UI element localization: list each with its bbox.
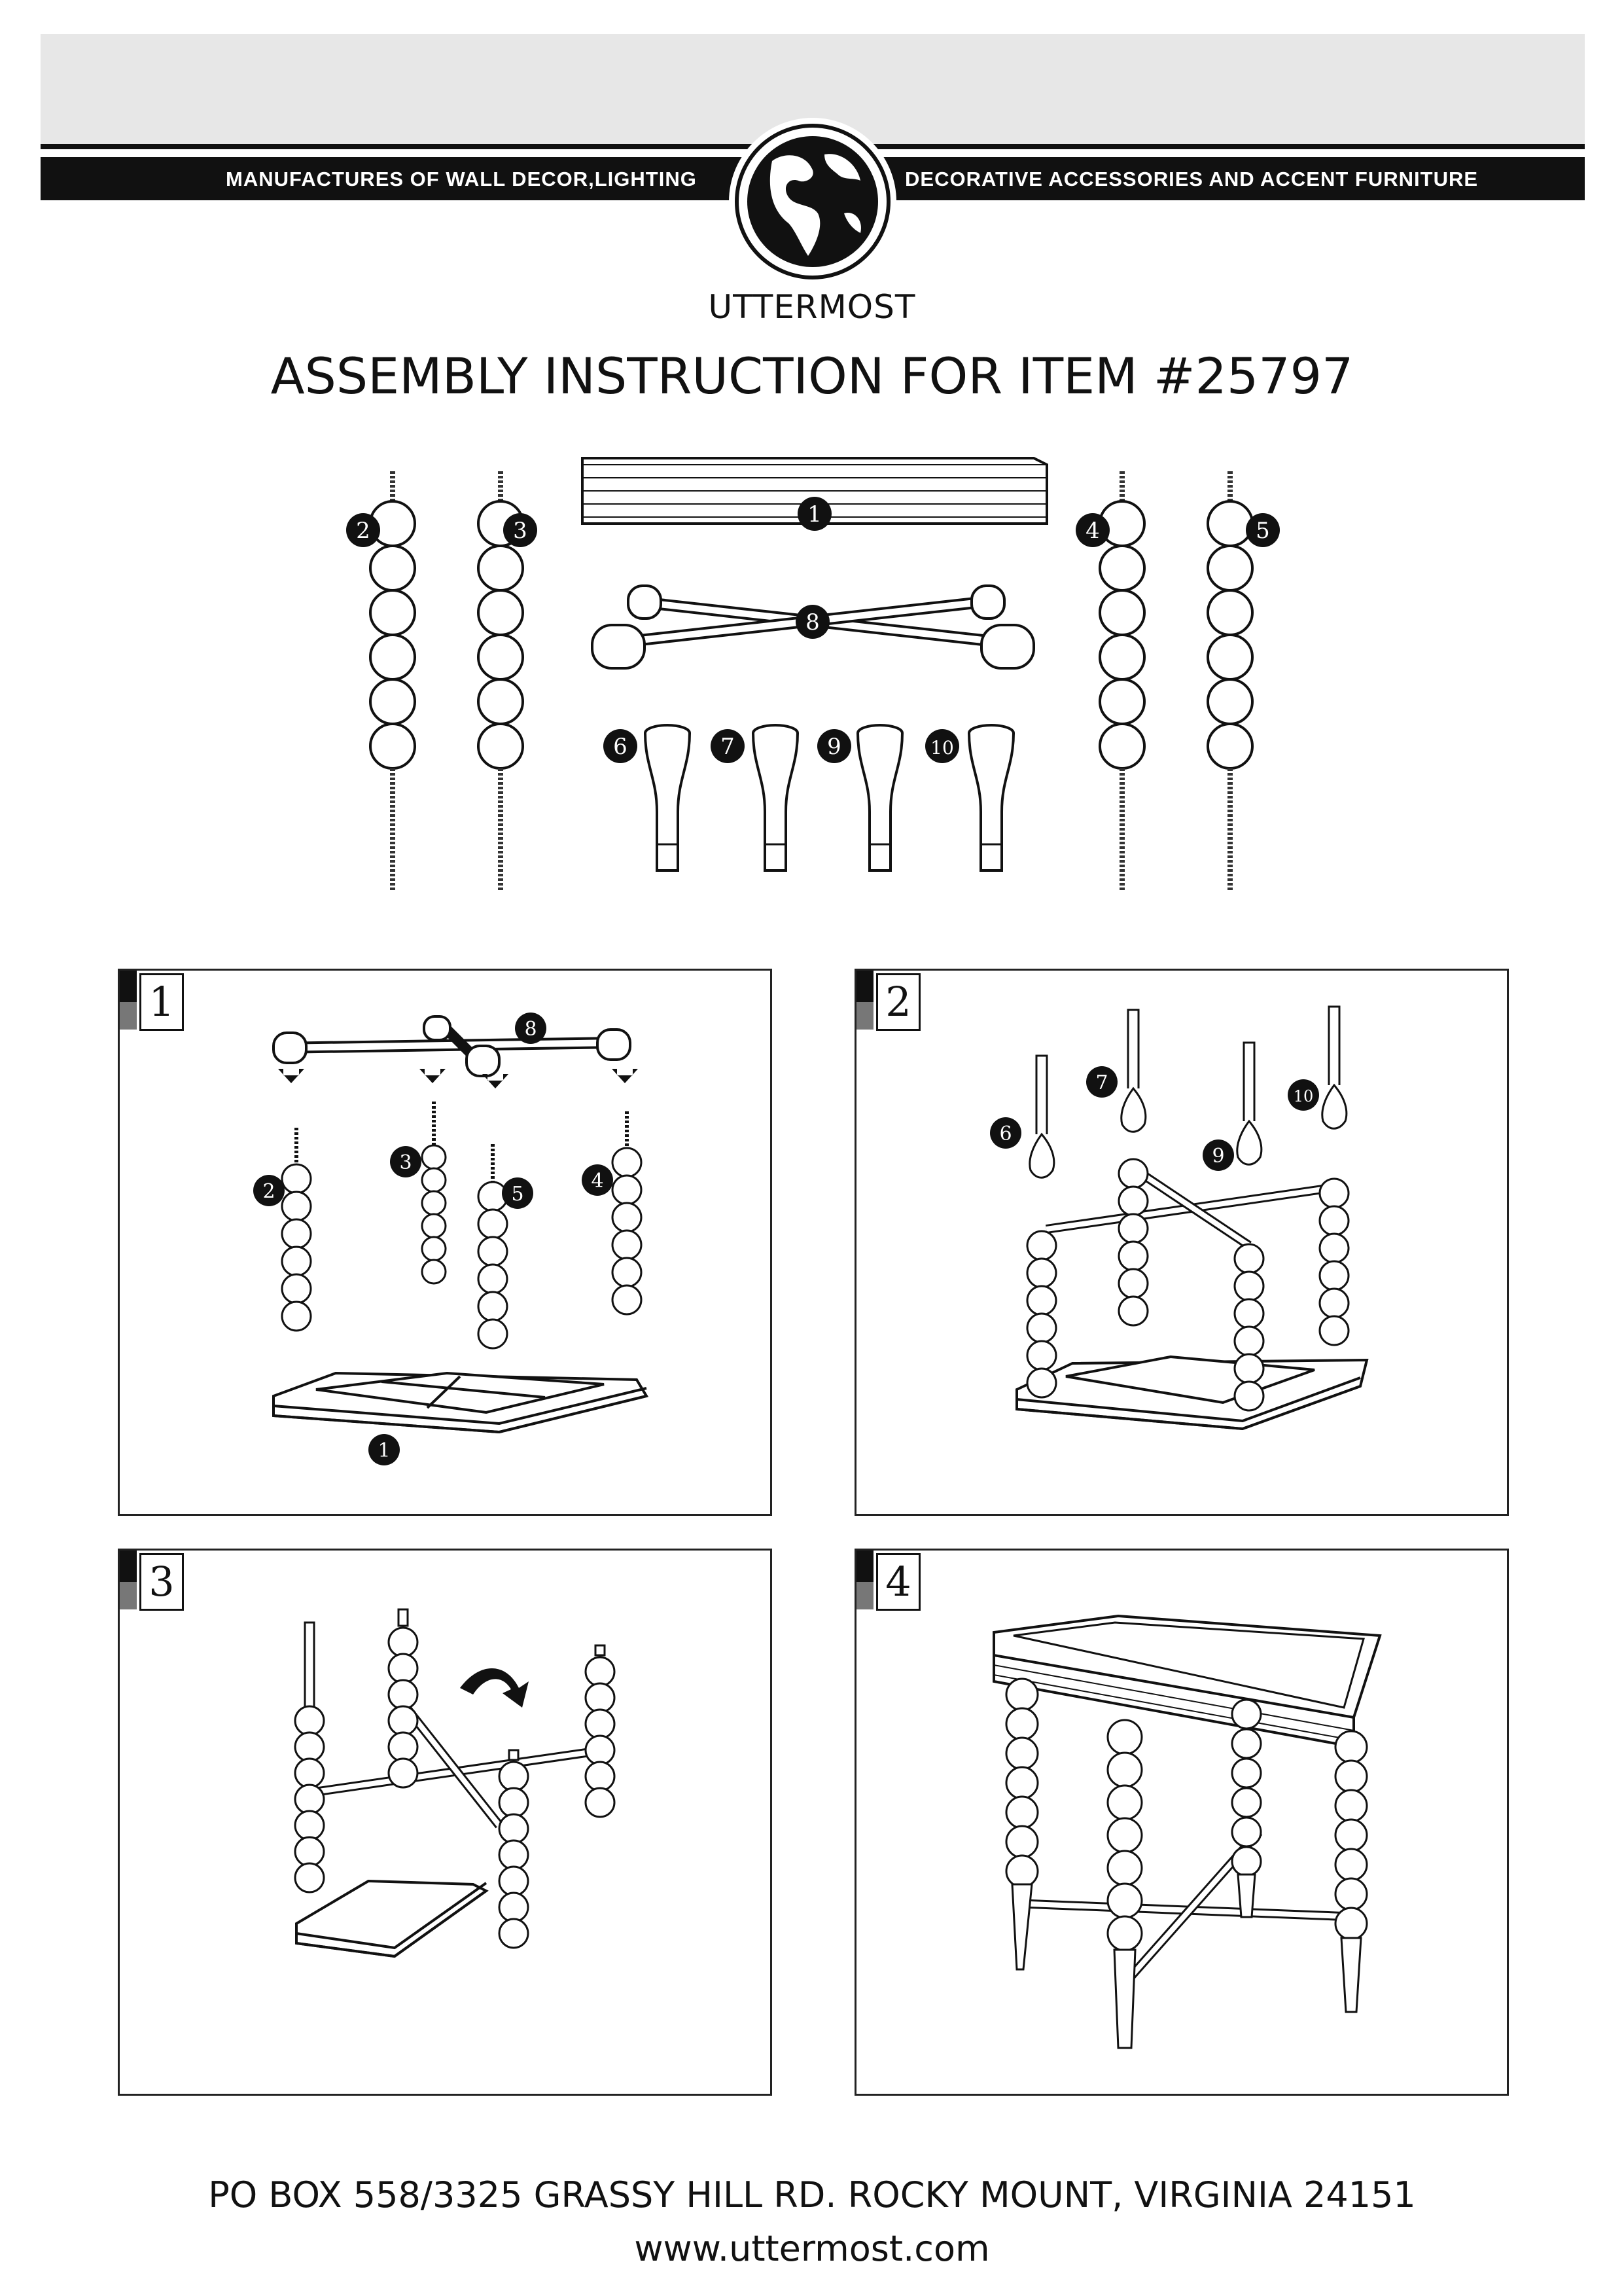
step-4-tab: 4 xyxy=(856,1551,921,1611)
step-2-panel: 6 7 9 10 2 xyxy=(855,969,1509,1516)
parts-overview: 1 2 3 4 5 6 7 8 9 10 xyxy=(346,457,1280,890)
document-title: ASSEMBLY INSTRUCTION FOR ITEM #25797 xyxy=(270,347,1354,405)
step-4-number: 4 xyxy=(876,1553,921,1611)
step-1-callout-1: 1 xyxy=(378,1439,390,1462)
step-3-number: 3 xyxy=(139,1553,184,1611)
step-2-callout-10: 10 xyxy=(1294,1087,1314,1105)
step-3-tab: 3 xyxy=(120,1551,184,1611)
brand-name: UTTERMOST xyxy=(708,288,916,326)
step-2-tab: 2 xyxy=(856,971,921,1031)
tagline-left: MANUFACTURES OF WALL DECOR,LIGHTING xyxy=(226,168,697,190)
callout-8: 8 xyxy=(805,609,820,636)
step-2-diagram: 6 7 9 10 xyxy=(990,1005,1369,1431)
callout-9: 9 xyxy=(827,734,841,760)
step-1-callout-3: 3 xyxy=(399,1151,412,1174)
callout-1: 1 xyxy=(807,501,822,528)
step-2-callout-9: 9 xyxy=(1212,1145,1224,1168)
rotate-arrow-icon xyxy=(460,1668,529,1708)
step-3-diagram xyxy=(294,1608,616,1958)
step-4-panel: 4 xyxy=(855,1549,1509,2096)
step-2-callout-7: 7 xyxy=(1095,1071,1108,1094)
step-2-number: 2 xyxy=(876,973,921,1031)
step-4-diagram xyxy=(993,1614,1382,2049)
callout-6: 6 xyxy=(613,734,627,760)
callout-7: 7 xyxy=(720,734,735,760)
step-2-callout-6: 6 xyxy=(999,1122,1012,1145)
footer-website-link[interactable]: www.uttermost.com xyxy=(634,2228,990,2269)
step-1-panel: 8 2 3 5 4 1 1 xyxy=(118,969,772,1516)
step-1-callout-4: 4 xyxy=(591,1170,603,1193)
callout-4: 4 xyxy=(1086,518,1100,544)
step-1-number: 1 xyxy=(139,973,184,1031)
step-1-callout-8: 8 xyxy=(524,1018,537,1041)
step-3-panel: 3 xyxy=(118,1549,772,2096)
step-1-tab: 1 xyxy=(120,971,184,1031)
footer-address: PO BOX 558/3325 GRASSY HILL RD. ROCKY MO… xyxy=(208,2174,1416,2215)
callout-2: 2 xyxy=(356,518,370,544)
callout-3: 3 xyxy=(513,518,527,544)
callout-10: 10 xyxy=(930,737,954,759)
step-1-callout-2: 2 xyxy=(262,1180,275,1203)
step-1-callout-5: 5 xyxy=(511,1183,523,1206)
tagline-right: DECORATIVE ACCESSORIES AND ACCENT FURNIT… xyxy=(905,168,1479,190)
callout-5: 5 xyxy=(1256,518,1270,544)
step-1-diagram: 8 2 3 5 4 1 xyxy=(253,1013,649,1465)
globe-icon xyxy=(729,118,896,285)
